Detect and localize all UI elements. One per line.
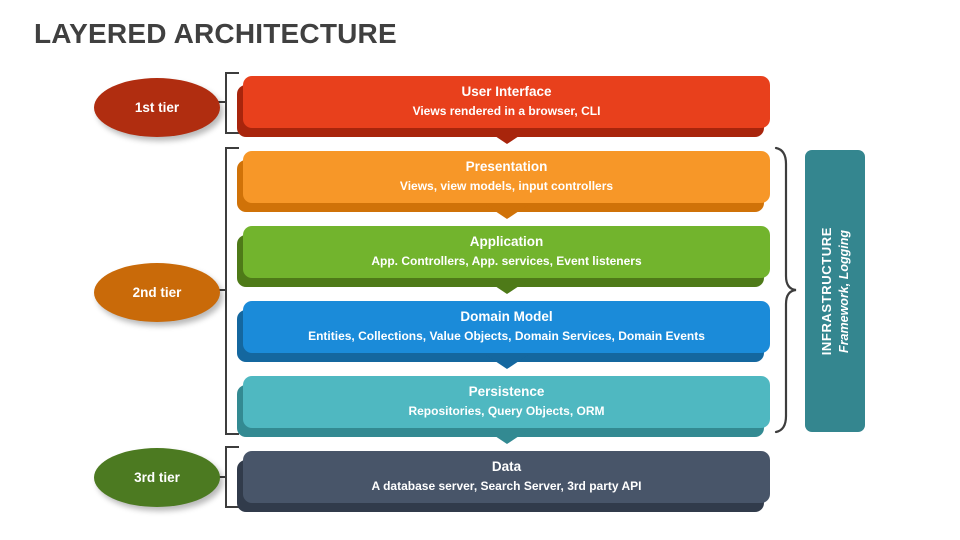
layer-down-arrow-icon [485,130,528,144]
tier-bracket-tick-2 [216,289,225,291]
layer-description: Entities, Collections, Value Objects, Do… [308,329,705,344]
tier-bracket-2 [225,147,239,435]
layer-down-arrow-icon [485,205,528,219]
tier-bracket-1 [225,72,239,134]
layer-name: Presentation [465,159,548,175]
infrastructure-subtitle: Framework, Logging [837,229,851,353]
layer-name: User Interface [461,84,552,100]
tier-badge-label: 1st tier [134,100,180,115]
tier-badge-label: 3rd tier [134,470,180,485]
infrastructure-panel: INFRASTRUCTURE Framework, Logging [805,150,865,432]
tier-bracket-tick-3 [216,476,225,478]
layer-description: Repositories, Query Objects, ORM [408,404,605,419]
infrastructure-title: INFRASTRUCTURE [819,226,834,356]
tier-badge-2[interactable]: 2nd tier [94,263,220,322]
infrastructure-brace-icon [774,146,797,434]
tier-bracket-3 [225,446,239,508]
layer-row[interactable]: Data A database server, Search Server, 3r… [237,451,770,512]
layer-description: Views, view models, input controllers [399,179,614,194]
layer-description: Views rendered in a browser, CLI [412,104,601,119]
layer-name: Application [469,234,544,250]
layer-face: Data A database server, Search Server, 3r… [243,451,770,503]
layer-down-arrow-icon [485,280,528,294]
layer-down-arrow-icon [485,430,528,444]
layer-description: A database server, Search Server, 3rd pa… [371,479,642,494]
layer-name: Domain Model [460,309,553,325]
layer-down-arrow-icon [485,355,528,369]
layer-description: App. Controllers, App. services, Event l… [371,254,642,269]
page-title: LAYERED ARCHITECTURE [34,18,397,49]
tier-badge-3[interactable]: 3rd tier [94,448,220,507]
tier-badge-1[interactable]: 1st tier [94,78,220,137]
tier-bracket-tick-1 [216,101,225,103]
tier-badge-label: 2nd tier [132,285,182,300]
layer-name: Persistence [468,384,545,400]
layer-name: Data [491,459,522,475]
